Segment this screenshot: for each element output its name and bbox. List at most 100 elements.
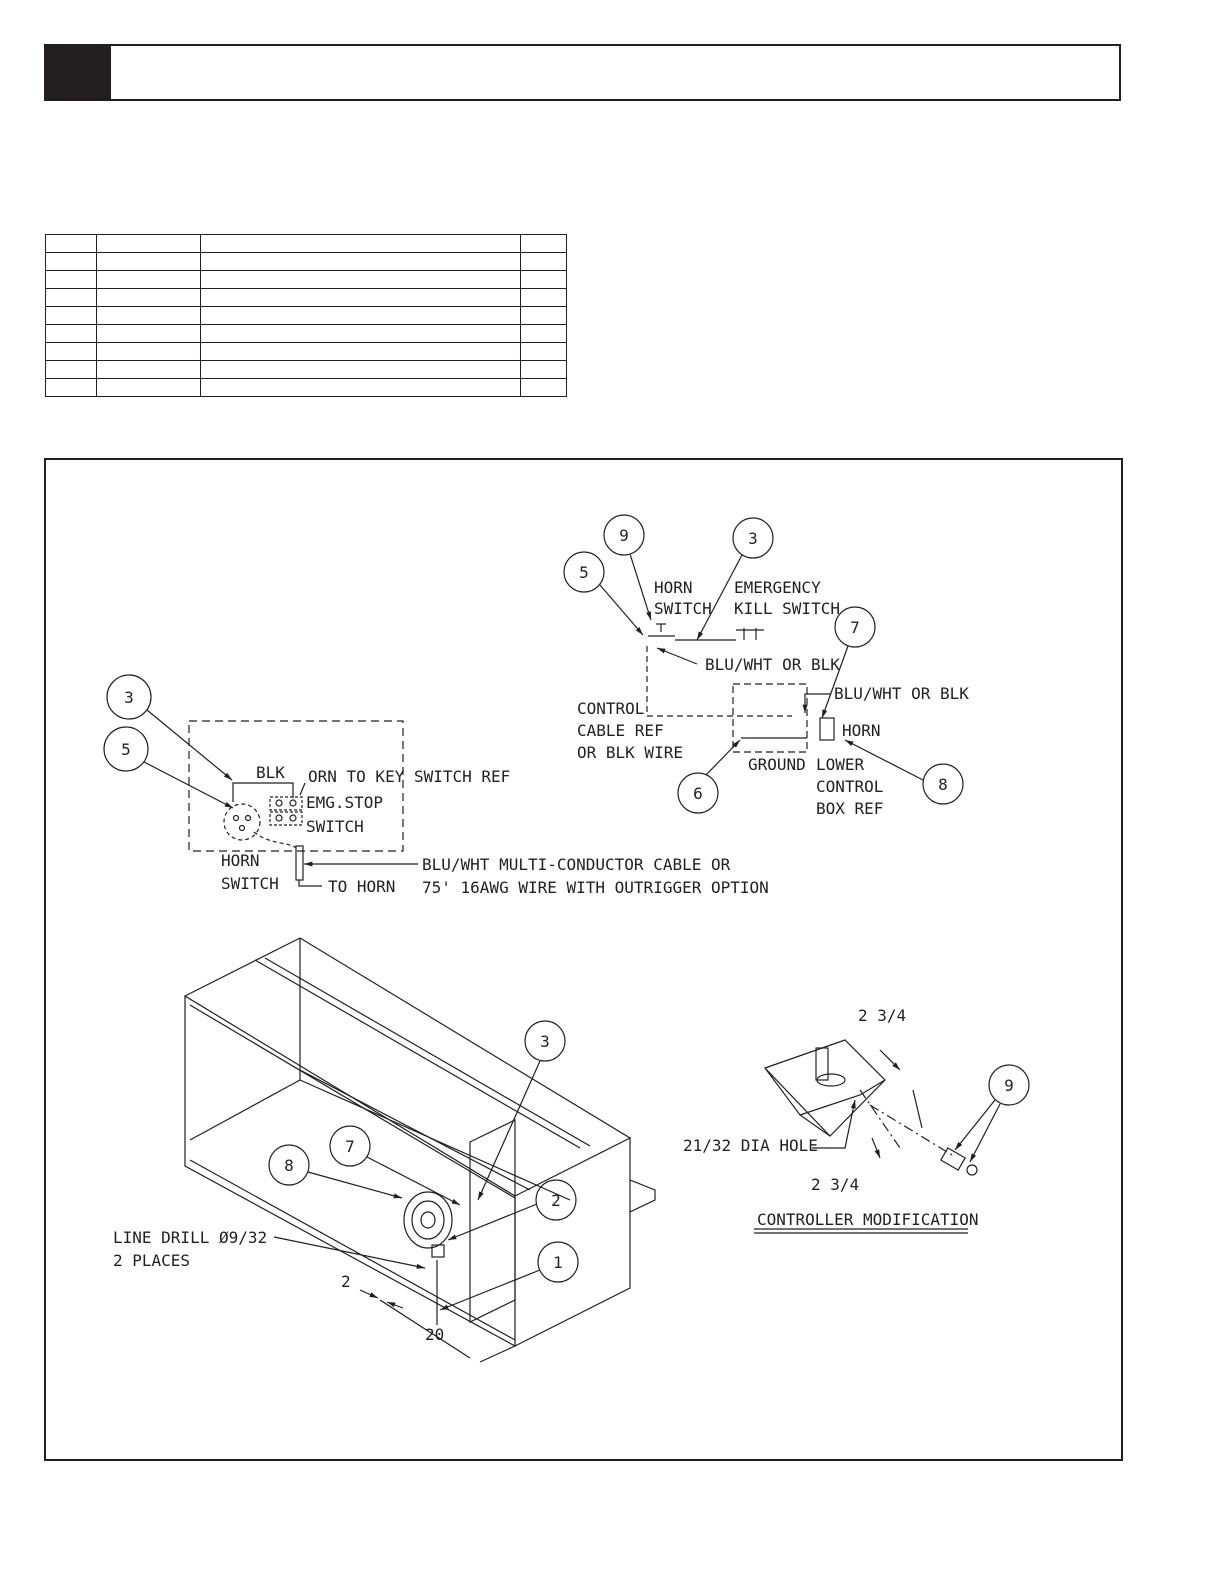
controller-stem [815, 1047, 829, 1081]
table-row [45, 288, 567, 307]
leader-line [629, 553, 652, 621]
callout-3-circle [732, 517, 774, 559]
centerline [869, 1104, 953, 1156]
assembly-drawing [183, 937, 656, 1363]
callout-5-circle [563, 551, 605, 593]
mounting-tab [629, 1179, 656, 1213]
label-dimension-20: 20 [425, 1325, 444, 1344]
callout-6-circle [677, 772, 719, 814]
label-control: CONTROL [577, 699, 644, 718]
part-9-fitting [940, 1147, 966, 1171]
enclosure-top-rail [254, 959, 581, 1149]
dimension-extension [479, 1345, 516, 1363]
horn-symbol [819, 717, 835, 741]
callout-8-circle [268, 1144, 310, 1186]
label-blu-wht-or-blk: BLU/WHT OR BLK [705, 655, 840, 674]
label-cable-ref: CABLE REF [577, 721, 664, 740]
terminal [244, 814, 252, 822]
callout-9-circle [988, 1064, 1030, 1106]
label-dimension-2: 2 [341, 1272, 351, 1291]
terminal [289, 814, 297, 822]
callout-7-circle [329, 1125, 371, 1167]
horn-switch-symbol [223, 803, 261, 841]
label-cable-line-1: BLU/WHT MULTI-CONDUCTOR CABLE OR [422, 855, 731, 874]
label-emergency: EMERGENCY [734, 578, 821, 597]
section-tab-marker [46, 46, 111, 99]
leader-line [439, 1269, 541, 1311]
enclosure-bottom-edge [189, 1159, 516, 1341]
terminal [275, 814, 283, 822]
callout-7-number: 7 [345, 1137, 355, 1156]
table-row [45, 306, 567, 325]
left-control-box-outline [188, 720, 404, 852]
leader-line [143, 761, 234, 809]
label-blk: BLK [256, 763, 285, 782]
centerline [859, 1089, 901, 1149]
leader-line [447, 1203, 538, 1241]
table-row [45, 378, 567, 397]
callout-3-number: 3 [540, 1032, 550, 1051]
controller-housing [799, 1079, 886, 1116]
part-9-fitting [966, 1164, 978, 1176]
drawing-frame [44, 458, 1123, 1461]
callout-7-number: 7 [850, 618, 860, 637]
leader-line [477, 1060, 541, 1201]
callout-3-circle [106, 674, 152, 720]
enclosure-top-rail [264, 957, 591, 1147]
hole-leader [812, 1099, 856, 1149]
terminal [232, 814, 240, 822]
dimension-arrow [879, 1049, 901, 1071]
leader-line [656, 647, 698, 665]
callout-9-number: 9 [619, 526, 629, 545]
callout-6-number: 6 [693, 784, 703, 803]
controller-modification-title: CONTROLLER MODIFICATION [757, 1210, 979, 1229]
label-control-2: CONTROL [816, 777, 883, 796]
leader-line [969, 1103, 1001, 1163]
dimension-arrow [359, 1289, 379, 1299]
label-lower: LOWER [816, 755, 865, 774]
leader-line [307, 1171, 403, 1199]
label-blu-wht-or-blk-2: BLU/WHT OR BLK [834, 684, 969, 703]
parts-table [45, 234, 567, 397]
leader-line [146, 709, 233, 781]
label-horn-right: HORN [842, 721, 881, 740]
callout-5-number: 5 [121, 740, 131, 759]
terminal [275, 799, 283, 807]
label-dim-bottom: 2 3/4 [811, 1175, 859, 1194]
callout-1-circle [537, 1241, 579, 1283]
callout-9-circle [603, 514, 645, 556]
leader-line [821, 645, 849, 719]
left-schematic [103, 674, 418, 887]
horn-assembly [420, 1211, 436, 1229]
leader-line [844, 739, 924, 781]
callout-2-circle [535, 1179, 577, 1221]
callout-3-number: 3 [124, 688, 134, 707]
leader-line [696, 554, 743, 641]
side-plate [469, 1119, 516, 1323]
callout-8-circle [922, 763, 964, 805]
callout-5-number: 5 [579, 563, 589, 582]
label-cable-line-2: 75' 16AWG WIRE WITH OUTRIGGER OPTION [422, 878, 769, 897]
enclosure-lip [189, 1004, 516, 1199]
dimension-arrow [871, 1137, 881, 1159]
leader-line [954, 1099, 996, 1151]
right-schematic [563, 514, 964, 814]
callout-5-circle [103, 726, 149, 772]
drawing-labels: 3 5 BLK ORN TO KEY SWITCH REF EMG.STOP S… [113, 526, 1014, 1344]
dimension-arrow [386, 1301, 404, 1309]
enclosure-side [514, 1138, 631, 1347]
callout-8-number: 8 [938, 775, 948, 794]
label-emg-stop: EMG.STOP [306, 793, 383, 812]
emg-stop-switch-symbol [269, 796, 303, 811]
horn-bracket [431, 1244, 445, 1258]
orn-wire [299, 782, 306, 796]
dimension-line [379, 1299, 471, 1359]
label-switch: SWITCH [221, 874, 279, 893]
callout-8-number: 8 [284, 1156, 294, 1175]
label-line-drill: LINE DRILL Ø9/32 [113, 1228, 267, 1247]
label-dim-top: 2 3/4 [858, 1006, 906, 1025]
label-or-blk-wire: OR BLK WIRE [577, 743, 683, 762]
label-box-ref: BOX REF [816, 799, 883, 818]
label-horn: HORN [654, 578, 693, 597]
